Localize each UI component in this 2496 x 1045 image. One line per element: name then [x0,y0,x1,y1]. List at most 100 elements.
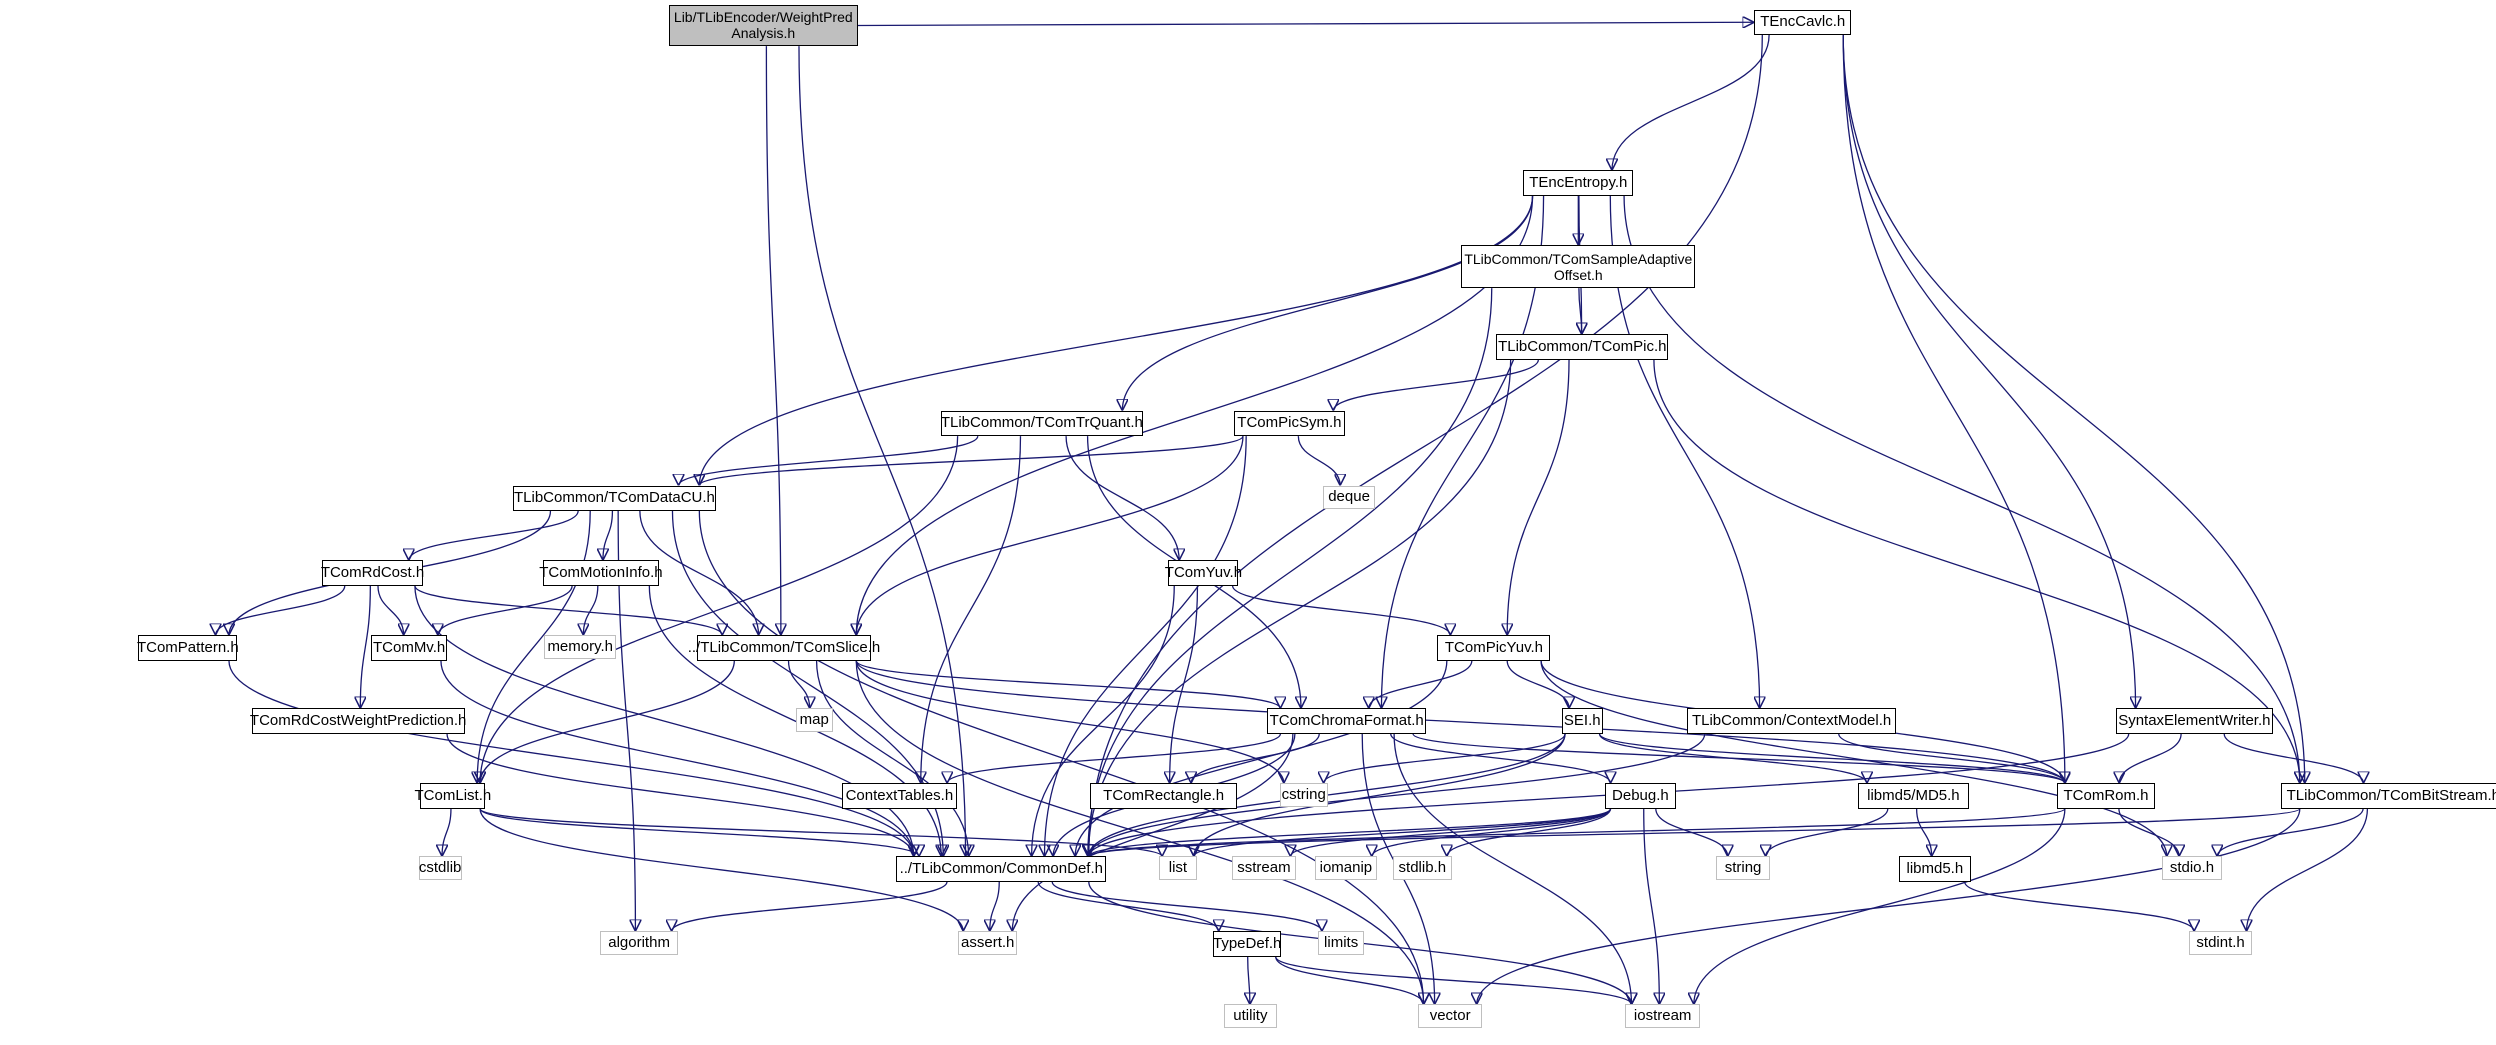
edge-Debug-to-CommonDef [1089,808,1612,857]
node-label: TLibCommon/TComTrQuant.h [940,414,1143,432]
node-tcomchromaformat[interactable]: TComChromaFormat.h [1267,708,1427,734]
node-tcomlist[interactable]: TComList.h [415,783,491,809]
node-tcompattern[interactable]: TComPattern.h [137,635,239,661]
node-assert: assert.h [958,931,1018,956]
node-iostream: iostream [1625,1004,1701,1029]
node-utility: utility [1224,1004,1277,1029]
node-tcommv[interactable]: TComMv.h [370,635,448,661]
node-tcomrdcostweightprediction[interactable]: TComRdCostWeightPrediction.h [250,708,466,734]
node-tcommotioninfo[interactable]: TComMotionInfo.h [539,560,663,586]
node-memory: memory.h [544,635,617,660]
edge-CommonDef-to-assert [990,881,1000,931]
node-tcomrdcost[interactable]: TComRdCost.h [321,560,424,586]
edge-TComSlice-to-TComRom [855,660,2065,784]
node-list: list [1158,856,1198,881]
node-syntaxelementwriter[interactable]: SyntaxElementWriter.h [2115,708,2274,734]
node-label: map [799,711,829,729]
edge-TypeDef-to-utility [1248,956,1250,1005]
edge-libmd5-to-stdint [1964,881,2194,932]
node-libmd5[interactable]: libmd5.h [1899,856,1971,882]
node-tcomrectangle[interactable]: TComRectangle.h [1090,783,1237,809]
node-label: libmd5.h [1906,860,1964,878]
node-commondef[interactable]: ../TLibCommon/CommonDef.h [896,856,1107,882]
edge-TComRdCost-to-TComRdCostWP [360,585,371,709]
edge-TComYuv-to-CommonDef [1032,585,1175,857]
edge-TComPicSym-to-TComSlice [856,436,1244,635]
edge-TComTrQuant-to-ContextTables [921,436,1022,783]
edge-TypeDef-to-vector [1275,956,1424,1005]
edge-TComSlice-to-map [787,660,810,709]
node-tcompicsym[interactable]: TComPicSym.h [1233,410,1346,437]
edge-TEncCavlc-to-SyntaxElementWriter [1842,35,2135,708]
edge-TComChromaFormat-to-ContextTables [947,733,1282,784]
edge-TEncEntropy-to-ContextModel [1609,195,1759,709]
edge-TComYuv-to-TComRectangle [1170,585,1199,783]
node-cstring: cstring [1279,783,1328,808]
edge-TComBitStream-to-stdio [2217,808,2364,857]
node-label: vector [1429,1007,1471,1025]
node-tcomdatacu[interactable]: TLibCommon/TComDataCU.h [512,485,717,511]
edge-TComRdCost-to-TComPattern [216,585,346,636]
node-stdint: stdint.h [2188,931,2253,956]
node-label: ContextTables.h [845,786,954,804]
edge-TComPicSym-to-CommonDef [1044,436,1247,856]
node-tencentropy[interactable]: TEncEntropy.h [1523,170,1634,196]
node-label: sstream [1237,859,1291,877]
edge-TypeDef-to-iostream [1275,956,1632,1005]
edge-TComList-to-CommonDef [479,808,919,857]
edge-TComChromaFormat-to-iostream [1393,733,1631,1005]
edge-SEI-to-list [1194,733,1566,857]
node-label: memory.h [547,638,614,656]
edge-TComMotionInfo-to-TComMv [438,585,573,636]
edge-SEI-to-TComRom [1598,733,2065,784]
node-tcomrom[interactable]: TComRom.h [2056,783,2156,809]
edge-Debug-to-list [1194,808,1612,857]
edge-Debug-to-stdlib [1447,808,1612,857]
edge-TComRdCost-to-TComSlice [414,585,722,636]
edge-CommonDef-to-algorithm [672,881,948,932]
node-label: TypeDef.h [1213,934,1282,952]
node-label: libmd5/MD5.h [1867,786,1960,804]
edge-TComChromaFormat-to-TComRectangle [1191,733,1320,784]
node-tcomtrquant[interactable]: TLibCommon/TComTrQuant.h [940,410,1143,437]
node-label: stdio.h [2169,859,2215,877]
node-tenccavlc[interactable]: TEncCavlc.h [1754,9,1852,36]
node-typedef[interactable]: TypeDef.h [1212,931,1282,957]
edge-TComMv-to-CommonDef [440,660,914,857]
edge-Debug-to-iostream [1643,808,1660,1005]
node-tcomsampleadaptiveoffset[interactable]: TLibCommon/TComSampleAdaptive Offset.h [1461,245,1696,289]
node-root-weightpredanalysis[interactable]: Lib/TLibEncoder/WeightPred Analysis.h [668,4,858,47]
node-tcompicyuv[interactable]: TComPicYuv.h [1437,635,1551,661]
edge-TComPicSym-to-TComDataCU [699,435,1244,487]
edge-TComSlice-to-cstring [855,660,1284,784]
node-label: Debug.h [1612,786,1669,804]
edge-root-to-TComSlice [765,46,780,635]
node-label: iomanip [1319,859,1373,877]
node-label: utility [1233,1007,1268,1025]
node-libmd5-md5[interactable]: libmd5/MD5.h [1857,783,1970,809]
node-sei[interactable]: SEI.h [1561,708,1603,734]
edge-TEncEntropy-to-TComChromaFormat [1381,195,1545,709]
node-debug[interactable]: Debug.h [1604,783,1677,809]
edge-TComDataCU-to-TComMotionInfo [603,510,614,560]
edge-TComPicYuv-to-stdio [1540,660,2167,857]
node-contexttables[interactable]: ContextTables.h [842,783,957,809]
node-contextmodel[interactable]: TLibCommon/ContextModel.h [1687,708,1896,734]
node-tcombitstream[interactable]: TLibCommon/TComBitStream.h [2281,783,2496,809]
node-tcomyuv[interactable]: TComYuv.h [1165,560,1242,586]
node-label: SEI.h [1563,712,1601,730]
edge-TComDataCU-to-TComRdCost [409,510,579,561]
node-tcomslice[interactable]: ../TLibCommon/TComSlice.h [688,635,880,661]
edge-TEncEntropy-to-TComTrQuant [1122,195,1534,411]
node-limits: limits [1318,931,1365,956]
node-label: TLibCommon/TComPic.h [1498,338,1667,356]
node-label: TEncCavlc.h [1760,13,1846,31]
node-tcompic[interactable]: TLibCommon/TComPic.h [1496,334,1669,360]
node-label: assert.h [961,934,1015,952]
edge-TEncCavlc-to-TEncEntropy [1612,35,1770,170]
node-label: Lib/TLibEncoder/WeightPred Analysis.h [673,9,853,42]
node-label: TComMotionInfo.h [539,564,663,582]
edge-SyntaxElementWriter-to-TComBitStream [2223,733,2363,784]
edge-TComDataCU-to-TComList [477,510,591,783]
